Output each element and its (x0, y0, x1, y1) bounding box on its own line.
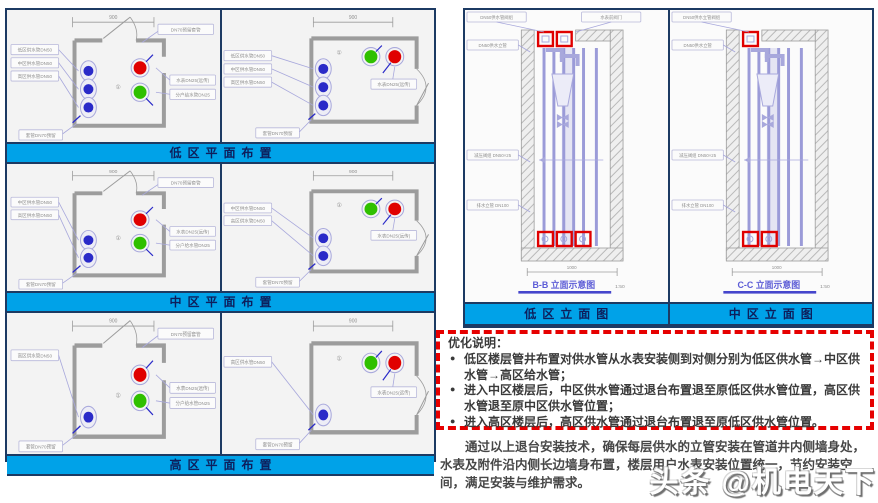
svg-text:中区供水管DN50: 中区供水管DN50 (230, 66, 265, 73)
svg-text:高区供水管DN50: 高区供水管DN50 (230, 79, 265, 86)
svg-text:①: ① (116, 392, 121, 399)
svg-text:900: 900 (109, 169, 118, 175)
svg-text:排水立管 DN100: 排水立管 DN100 (681, 202, 714, 209)
elevation-drawing: DN50供水立管减压阀组 DN50×25 排水立管 DN100 DN50供水立管阀组… (670, 10, 873, 302)
plan-panel-right: 900 中区供水管DN50 高区供水管DN50 水表DN25(远传) 套管DN70预留 ① (221, 164, 434, 291)
plan-panel-right: 900 低区供水管DN50 中区供水管DN50 高区供水管DN50 水表DN25(远传)… (221, 10, 434, 142)
svg-text:DN50供水立管: DN50供水立管 (478, 42, 507, 49)
svg-text:水表DN25(远传): 水表DN25(远传) (176, 385, 209, 392)
svg-text:水表DN25(远传): 水表DN25(远传) (377, 389, 410, 396)
svg-text:套管DN70预留: 套管DN70预留 (262, 279, 292, 286)
notes-bullet: 进入高区楼层后，高区供水管通过退台布置退至原低区供水管位置。 (448, 415, 862, 431)
plan-section: 900 低区供水管DN50 中区供水管DN50 高区供水管DN50 水表DN25(远传)… (5, 8, 436, 476)
zone-banner: 低区立面图 (465, 302, 668, 326)
svg-text:水表DN25(远传): 水表DN25(远传) (176, 228, 209, 235)
svg-text:低区供水管DN50: 低区供水管DN50 (18, 47, 53, 54)
svg-text:分户给水管DN25: 分户给水管DN25 (175, 400, 210, 407)
plan-panel-right: 900 高区供水管DN50 水表DN25(远传) 套管DN70预留 ① (221, 313, 434, 454)
svg-text:套管DN70预留: 套管DN70预留 (262, 130, 292, 137)
zone-banner: 中区立面图 (669, 302, 872, 326)
notes-title: 优化说明： (448, 336, 509, 350)
svg-text:DN50供水立管: DN50供水立管 (683, 42, 712, 49)
plan-row: 900 低区供水管DN50 中区供水管DN50 高区供水管DN50 水表DN25(远传)… (7, 10, 434, 142)
svg-text:高区供水管DN50: 高区供水管DN50 (230, 359, 265, 366)
notes-bullet: 低区楼层管井布置对供水管从水表安装侧到对侧分别为低区供水管→中区供水管→高区给水… (448, 352, 862, 384)
svg-text:900: 900 (348, 319, 356, 325)
svg-text:DN50供水管阀组: DN50供水管阀组 (480, 14, 513, 21)
svg-text:1000: 1000 (567, 265, 577, 270)
svg-text:高区供水管DN50: 高区供水管DN50 (18, 212, 53, 219)
svg-text:水表DN25(远传): 水表DN25(远传) (377, 81, 410, 88)
svg-text:排水立管 DN100: 排水立管 DN100 (477, 202, 510, 209)
svg-text:高区供水管DN50: 高区供水管DN50 (230, 218, 265, 225)
svg-text:①: ① (336, 50, 341, 57)
plan-panel-left: 900 低区供水管DN50 中区供水管DN50 高区供水管DN50 水表DN25(远传)… (7, 10, 222, 142)
svg-text:低区供水管DN50: 低区供水管DN50 (230, 53, 265, 60)
elevation-panel: DN50供水立管减压阀组 DN50×25 排水立管 DN100 DN50供水管阀组 水… (465, 10, 670, 326)
zone-banner: 中区平面布置 (7, 291, 434, 313)
svg-text:B-B 立面示意图: B-B 立面示意图 (532, 279, 595, 290)
svg-text:900: 900 (109, 15, 117, 21)
notes-bullet: 进入中区楼层后，中区供水管通过退台布置退至原低区供水管位置，高区供水管退至原中区… (448, 383, 862, 415)
svg-text:减压阀组 DN50×25: 减压阀组 DN50×25 (474, 152, 512, 159)
svg-text:套管DN70预留: 套管DN70预留 (262, 441, 292, 448)
svg-text:C-C 立面示意图: C-C 立面示意图 (737, 279, 800, 290)
plan-panel-left: 900 高区供水管DN50 水表DN25(远传) 分户给水管DN25 DN70预留套管套… (7, 313, 222, 454)
svg-text:①: ① (336, 356, 341, 363)
svg-text:①: ① (116, 84, 121, 91)
plan-row: 900 高区供水管DN50 水表DN25(远传) 分户给水管DN25 DN70预留套管套… (7, 313, 434, 454)
zone-banner: 低区平面布置 (7, 142, 434, 164)
svg-text:高区供水管DN50: 高区供水管DN50 (18, 73, 53, 80)
svg-text:DN70预留套管: DN70预留套管 (171, 26, 201, 33)
svg-text:900: 900 (109, 319, 117, 325)
plan-row: 900 中区供水管DN50 高区供水管DN50 水表DN25(远传) 分户给水管DN25… (7, 164, 434, 291)
svg-text:水表DN25(远传): 水表DN25(远传) (377, 232, 410, 239)
svg-text:减压阀组 DN50×25: 减压阀组 DN50×25 (679, 152, 717, 159)
svg-text:DN70预留套管: DN70预留套管 (171, 180, 201, 187)
notes-bullets: 低区楼层管井布置对供水管从水表安装侧到对侧分别为低区供水管→中区供水管→高区给水… (448, 352, 862, 431)
svg-text:分户给水管DN25: 分户给水管DN25 (175, 91, 210, 98)
svg-text:分户给水管DN25: 分户给水管DN25 (175, 242, 210, 249)
svg-text:900: 900 (348, 169, 357, 175)
svg-text:①: ① (116, 235, 121, 242)
svg-text:套管DN70预留: 套管DN70预留 (26, 132, 56, 139)
svg-text:DN50供水立管阀组: DN50供水立管阀组 (683, 14, 721, 21)
svg-text:中区供水管DN50: 中区供水管DN50 (18, 199, 53, 206)
svg-text:1:50: 1:50 (820, 284, 830, 290)
svg-text:套管DN70预留: 套管DN70预留 (26, 281, 56, 288)
svg-text:①: ① (336, 202, 341, 209)
svg-text:水表DN25(远传): 水表DN25(远传) (176, 77, 209, 84)
svg-text:套管DN70预留: 套管DN70预留 (26, 443, 56, 450)
svg-text:水表前阀门: 水表前阀门 (600, 14, 622, 21)
zone-banner: 高区平面布置 (7, 454, 434, 476)
svg-text:1000: 1000 (771, 265, 781, 270)
elevation-drawing: DN50供水立管减压阀组 DN50×25 排水立管 DN100 DN50供水管阀组 水… (465, 10, 668, 302)
svg-text:DN70预留套管: DN70预留套管 (171, 331, 201, 338)
summary-paragraph: 通过以上退台安装技术，确保每层供水的立管安装在管道井内侧墙身处，水表及附件沿内侧… (440, 440, 866, 491)
plan-panel-left: 900 中区供水管DN50 高区供水管DN50 水表DN25(远传) 分户给水管DN25… (7, 164, 222, 291)
svg-text:中区供水管DN50: 中区供水管DN50 (18, 60, 53, 67)
svg-text:中区供水管DN50: 中区供水管DN50 (230, 205, 265, 212)
elevation-panel: DN50供水立管减压阀组 DN50×25 排水立管 DN100 DN50供水立管阀组… (669, 10, 873, 326)
svg-text:1:50: 1:50 (615, 284, 625, 290)
svg-text:900: 900 (348, 15, 356, 21)
svg-text:高区供水管DN50: 高区供水管DN50 (18, 352, 53, 359)
optimization-notes-box: 优化说明： 低区楼层管井布置对供水管从水表安装侧到对侧分别为低区供水管→中区供水… (436, 330, 874, 430)
watermark: 头条 @机电天下 (649, 467, 876, 499)
